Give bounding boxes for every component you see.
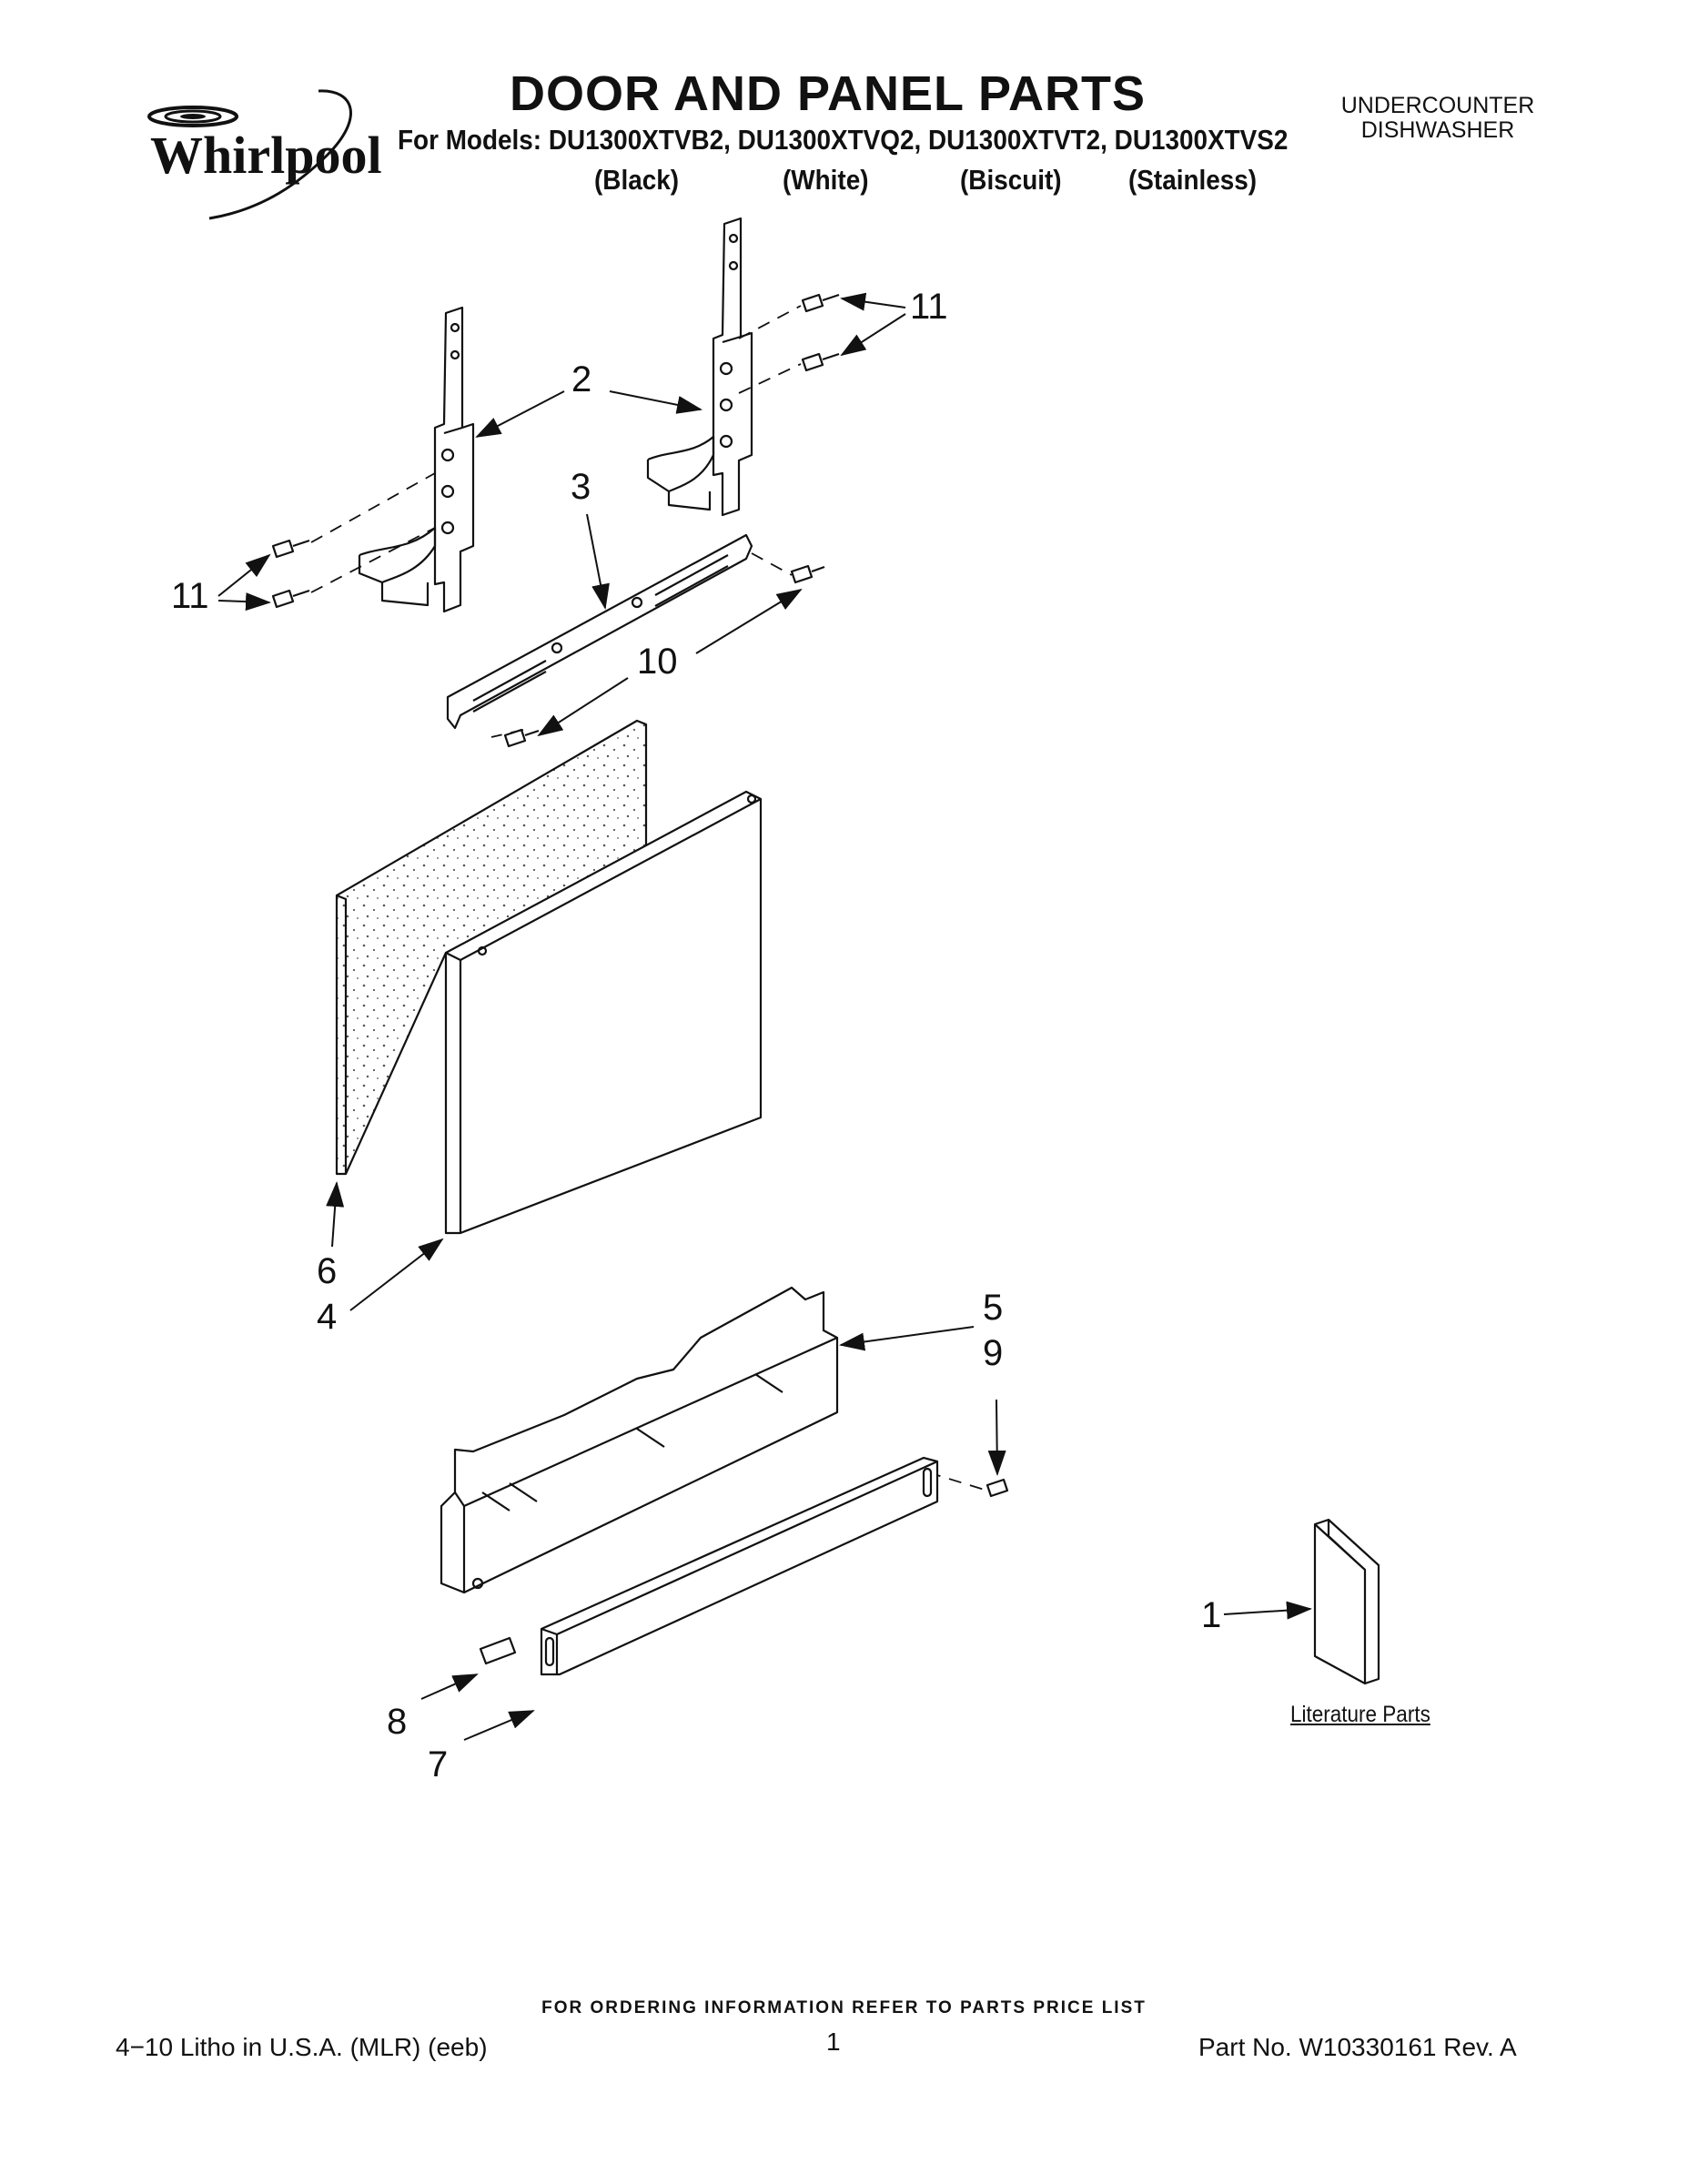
part-number: Part No. W10330161 Rev. A — [1198, 2033, 1517, 2061]
whirlpool-logo: Whirlpool — [147, 89, 382, 220]
color-white: (White) — [783, 164, 869, 196]
toe-panel-bracket — [440, 1286, 839, 1594]
callout-3: 3 — [571, 467, 591, 507]
callout-2: 2 — [571, 359, 591, 399]
litho-note: 4−10 Litho in U.S.A. (MLR) (eeb) — [116, 2033, 488, 2061]
right-hinge-bracket — [646, 217, 753, 517]
page-title: DOOR AND PANEL PARTS — [510, 66, 1147, 121]
callout-1: 1 — [1201, 1595, 1221, 1635]
callout-11-right: 11 — [910, 287, 948, 327]
callout-numbers: 2 3 11 11 10 6 4 5 9 1 8 7 — [171, 287, 1221, 1785]
cross-bracket — [446, 533, 753, 730]
ordering-note: FOR ORDERING INFORMATION REFER TO PARTS … — [541, 1998, 1147, 2017]
page-number: 1 — [826, 2027, 841, 2056]
screw-9 — [986, 1478, 1009, 1498]
toe-kick-panel — [540, 1456, 939, 1676]
color-biscuit: (Biscuit) — [960, 164, 1062, 196]
product-line-1: UNDERCOUNTER — [1340, 93, 1535, 118]
product-line-2: DISHWASHER — [1360, 117, 1515, 143]
screws-right — [801, 293, 840, 372]
callout-10: 10 — [637, 642, 678, 682]
screws-left — [271, 539, 310, 609]
callout-6: 6 — [317, 1251, 337, 1291]
callout-9: 9 — [983, 1333, 1003, 1373]
callout-5: 5 — [983, 1288, 1003, 1328]
outer-door-panel — [444, 790, 763, 1235]
models-line: For Models: DU1300XTVB2, DU1300XTVQ2, DU… — [398, 124, 1289, 156]
literature-parts-label: Literature Parts — [1290, 1702, 1430, 1727]
clip — [479, 1636, 517, 1665]
leader-arrows — [217, 292, 1312, 1741]
callout-7: 7 — [428, 1744, 448, 1785]
callout-11-left: 11 — [171, 576, 209, 616]
screws-10 — [503, 564, 825, 748]
color-black: (Black) — [594, 164, 680, 196]
callout-8: 8 — [387, 1702, 407, 1742]
literature-booklet — [1313, 1518, 1380, 1685]
assembly-lines — [310, 305, 988, 1491]
callout-4: 4 — [317, 1297, 337, 1337]
color-stainless: (Stainless) — [1128, 164, 1258, 196]
brand-wordmark: Whirlpool — [150, 126, 382, 185]
left-hinge-bracket — [358, 306, 475, 613]
product-type: UNDERCOUNTER DISHWASHER — [1329, 94, 1547, 143]
